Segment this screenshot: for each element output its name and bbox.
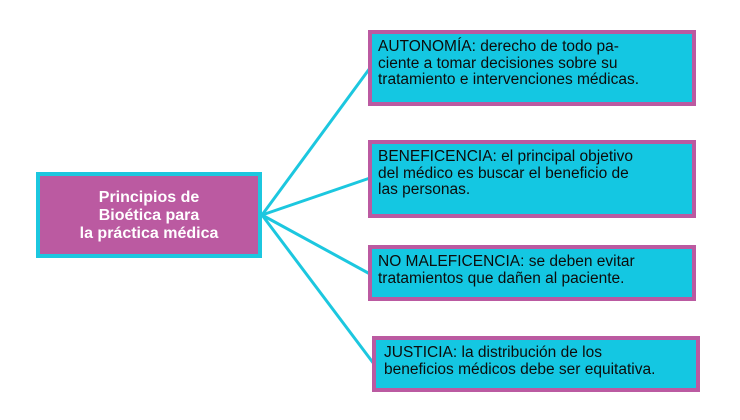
connector-line-4 [260,213,376,366]
root-concept-box: Principios de Bioética para la práctica … [36,172,262,258]
root-concept-label: Principios de Bioética para la práctica … [79,189,219,242]
principle-no-maleficencia-box: NO MALEFICENCIA: se deben evitar tratami… [368,245,696,301]
principle-beneficencia-box: BENEFICENCIA: el principal objetivo del … [368,140,696,218]
principle-autonomia-box: AUTONOMÍA: derecho de todo pa- ciente a … [368,30,696,106]
connector-line-1 [260,66,372,217]
connector-line-2 [260,176,372,217]
principle-justicia-box: JUSTICIA: la distribución de los benefic… [372,336,700,392]
connector-line-3 [260,213,372,276]
